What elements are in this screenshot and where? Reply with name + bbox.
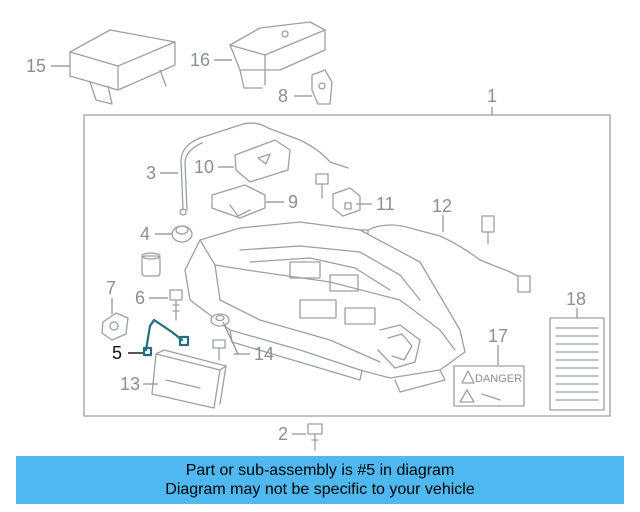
callout-14: 14 xyxy=(254,344,274,364)
callout-12: 12 xyxy=(432,196,452,216)
callout-10: 10 xyxy=(194,157,214,177)
main-tray-assembly xyxy=(184,221,466,393)
leader-lines xyxy=(51,59,578,435)
part-3-hose xyxy=(179,122,349,216)
part-4-grommet xyxy=(171,225,193,243)
parts-diagram: DANGER xyxy=(26,21,611,451)
part-bushing xyxy=(141,252,161,277)
danger-label-text: DANGER xyxy=(475,373,522,385)
part-11-clip xyxy=(332,187,361,217)
callout-15: 15 xyxy=(26,56,46,76)
part-5-sensor-harness xyxy=(142,318,190,357)
callout-2: 2 xyxy=(278,424,288,444)
callout-18: 18 xyxy=(566,289,586,309)
callout-13: 13 xyxy=(120,374,140,394)
part-bolt-upper xyxy=(315,173,329,199)
callout-1: 1 xyxy=(487,86,497,106)
part-18-info-label xyxy=(549,317,605,411)
callout-6: 6 xyxy=(135,288,145,308)
callout-11: 11 xyxy=(376,194,395,214)
part-2-bolt xyxy=(307,423,323,451)
callout-5: 5 xyxy=(112,343,122,363)
callout-4: 4 xyxy=(140,224,150,244)
callout-17: 17 xyxy=(488,326,508,346)
part-10-cover xyxy=(234,139,291,183)
callout-16: 16 xyxy=(190,50,210,70)
part-13-module xyxy=(151,349,227,409)
part-17-danger-label: DANGER xyxy=(453,365,525,407)
banner-line-1: Part or sub-assembly is #5 in diagram xyxy=(185,462,455,479)
callout-7: 7 xyxy=(106,278,116,298)
info-banner: Part or sub-assembly is #5 in diagram Di… xyxy=(16,456,624,504)
callout-3: 3 xyxy=(146,163,156,183)
callout-numbers: 1 2 3 4 5 6 7 8 9 10 11 12 13 14 15 16 1… xyxy=(26,50,586,444)
part-7-mount xyxy=(101,312,129,341)
callout-9: 9 xyxy=(288,192,298,212)
callout-8: 8 xyxy=(278,86,288,106)
part-9-tray xyxy=(211,184,266,219)
part-15-console-lid xyxy=(69,29,176,105)
part-16-lid-bracket xyxy=(229,21,326,89)
part-14-fasteners xyxy=(210,313,230,361)
banner-line-2: Diagram may not be specific to your vehi… xyxy=(165,481,475,498)
part-8-bracket xyxy=(311,69,333,105)
part-6-bolt xyxy=(169,289,183,321)
assembly-outline xyxy=(83,114,611,417)
